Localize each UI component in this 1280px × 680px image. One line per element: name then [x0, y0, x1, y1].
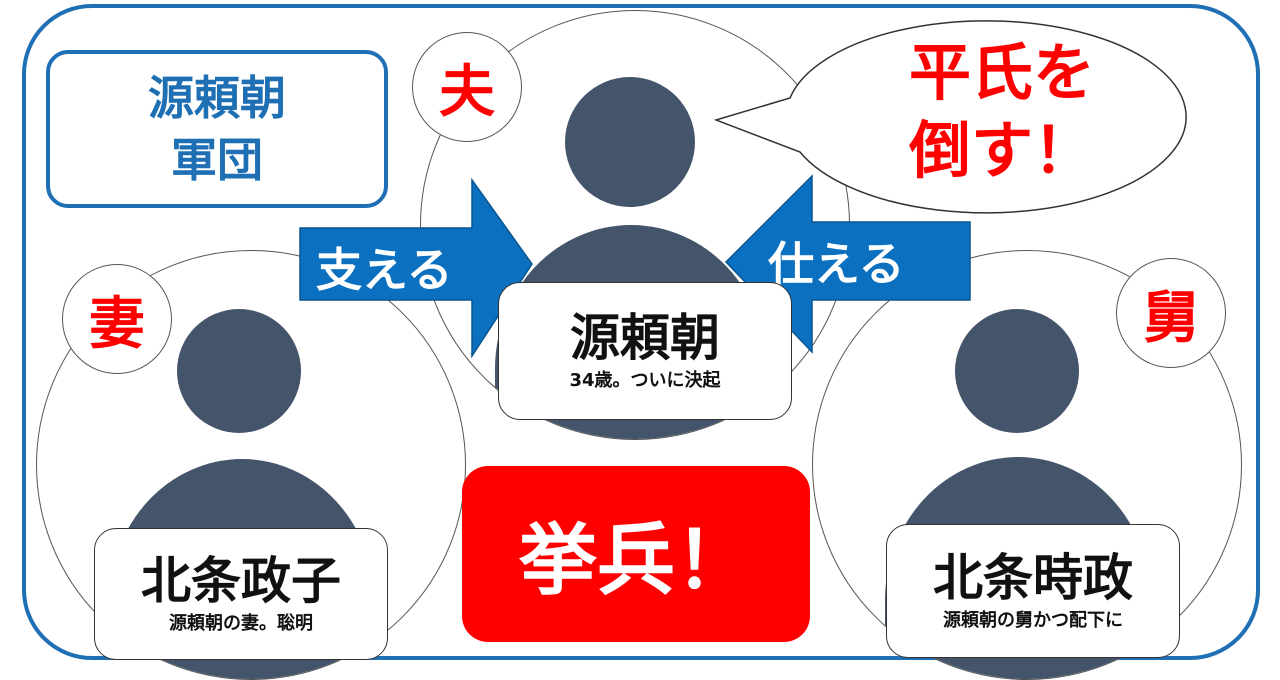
- person-description: 源頼朝の舅かつ配下に: [943, 610, 1123, 631]
- person-description: 源頼朝の妻。聡明: [169, 613, 313, 634]
- silhouette-head: [955, 309, 1079, 433]
- diagram-frame: [22, 4, 1260, 660]
- name-card-center: 源頼朝 34歳。ついに決起: [498, 282, 792, 420]
- arrow-serve-label: 仕える: [768, 237, 905, 291]
- uprising-banner: 挙兵！: [462, 466, 810, 642]
- person-description: 34歳。ついに決起: [569, 370, 721, 391]
- silhouette-head: [565, 77, 695, 207]
- person-name: 源頼朝: [570, 309, 720, 367]
- speech-bubble-text: 平氏を 倒す！: [852, 34, 1152, 190]
- role-tag-father-in-law: 舅: [1116, 258, 1226, 368]
- speech-bubble-line-2: 倒す！: [908, 114, 1095, 187]
- role-tag-wife: 妻: [62, 264, 172, 374]
- person-name: 北条時政: [933, 549, 1133, 607]
- speech-bubble-line-1: 平氏を: [908, 36, 1095, 109]
- title-line-1: 源頼朝: [148, 71, 286, 125]
- person-name: 北条政子: [141, 552, 341, 610]
- name-card-right: 北条時政 源頼朝の舅かつ配下に: [886, 524, 1180, 658]
- role-tag-husband: 夫: [412, 32, 522, 142]
- arrow-support-label: 支える: [316, 243, 453, 297]
- speech-bubble: [713, 20, 1187, 214]
- title-box: 源頼朝 軍団: [46, 50, 388, 208]
- name-card-left: 北条政子 源頼朝の妻。聡明: [94, 528, 388, 660]
- silhouette-head: [177, 309, 301, 433]
- title-line-2: 軍団: [171, 133, 263, 187]
